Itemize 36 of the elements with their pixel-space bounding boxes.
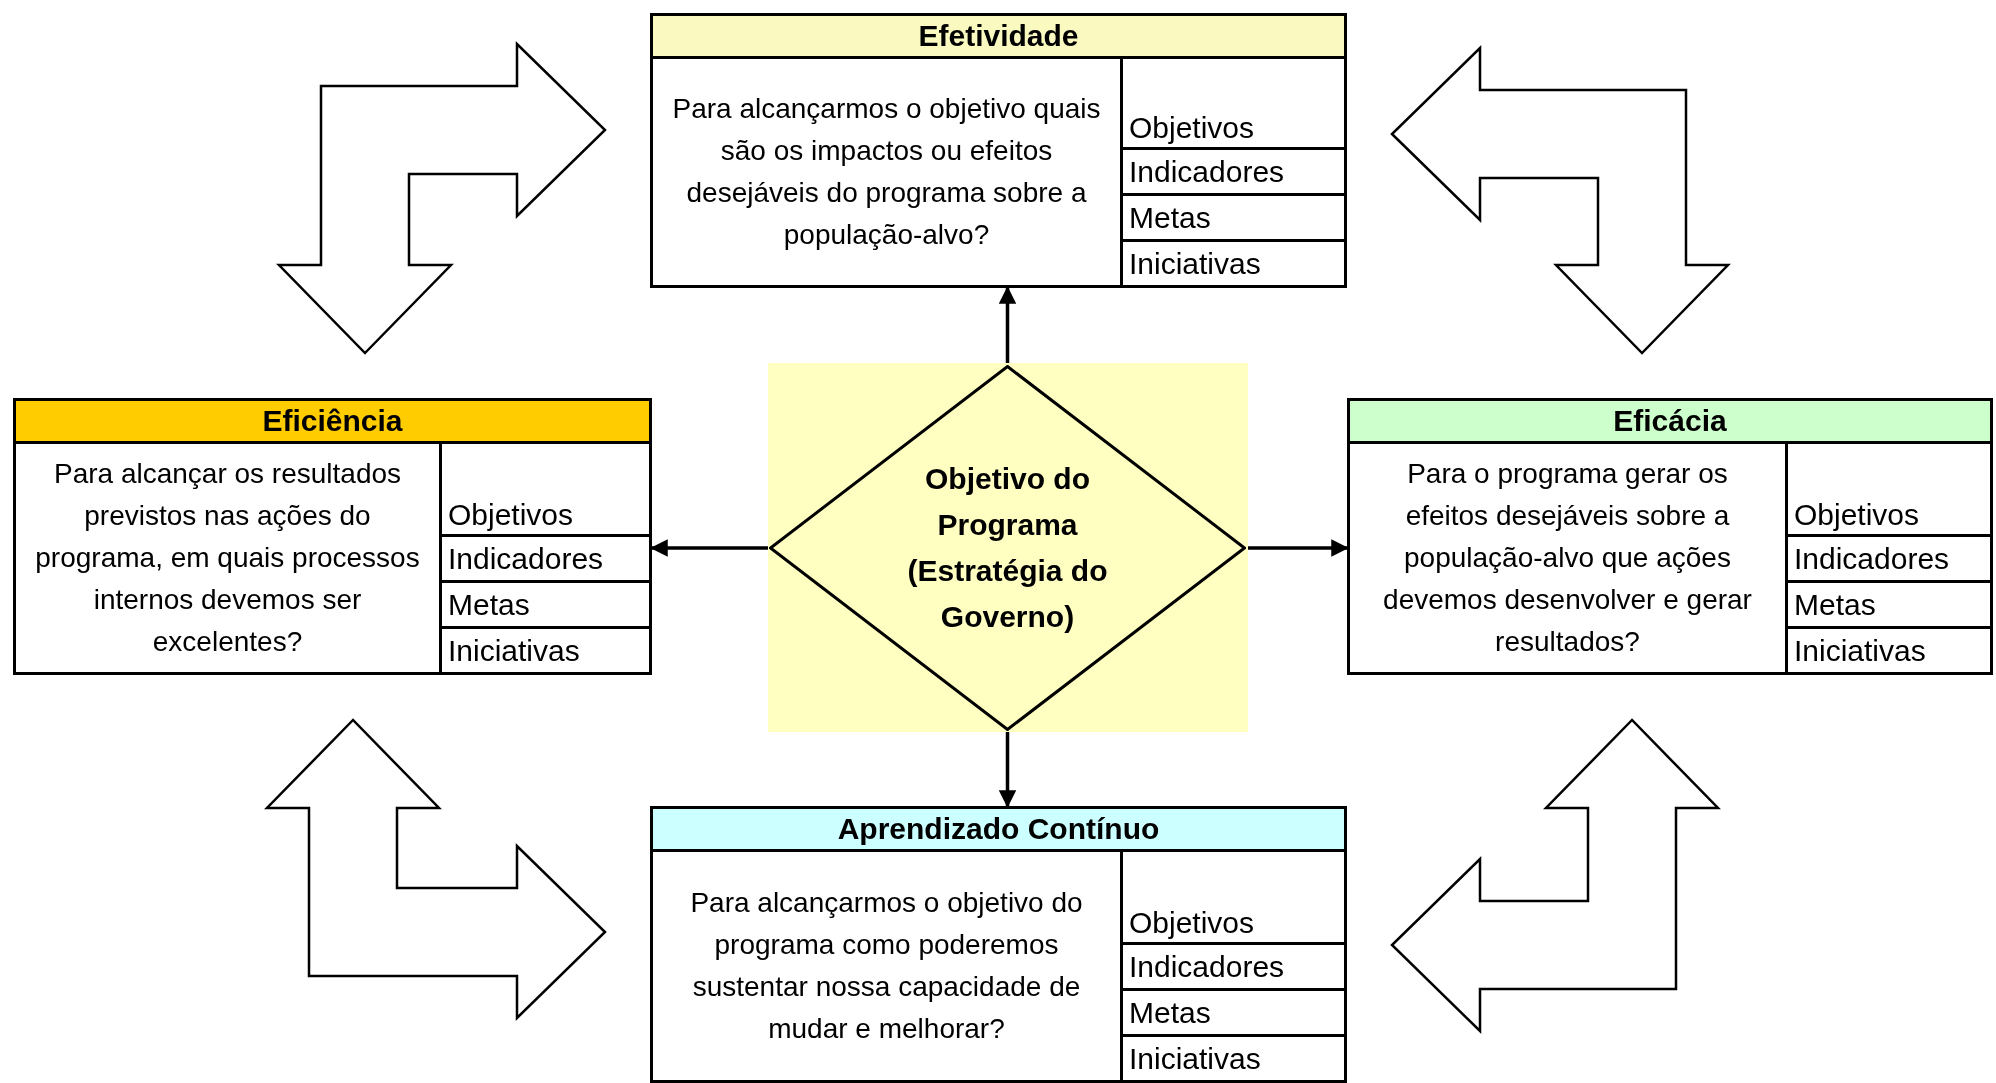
metric-cell: Iniciativas <box>1788 626 1990 672</box>
objective-text: Objetivo do Programa (Estratégia do Governo) <box>906 461 1109 635</box>
question-text: Para alcançarmos o objetivo do programa como poderemos sustentar nossa capacidade de mudar e melhorar? <box>689 886 1084 1046</box>
metric-cell: Indicadores <box>1123 147 1344 193</box>
question-text: Para o programa gerar os efeitos desejáveis sobre a população-alvo que ações devemos desenvolver e gerar resultados? <box>1382 457 1753 659</box>
perspective-card <box>13 398 652 675</box>
metric-cell: Objetivos <box>1123 59 1344 147</box>
metric-cell: Iniciativas <box>1123 1034 1344 1080</box>
metric-cell: Metas <box>1788 580 1990 626</box>
metric-cell: Indicadores <box>1788 534 1990 580</box>
question-text: Para alcançarmos o objetivo quais são os impactos ou efeitos desejáveis do programa sobre a população-alvo? <box>671 92 1102 252</box>
card-header: Efetividade <box>653 16 1344 59</box>
metric-cell: Objetivos <box>1788 444 1990 534</box>
arrow <box>650 539 769 557</box>
metric-cell: Indicadores <box>442 534 649 580</box>
block-arrow <box>1390 45 1731 355</box>
block-arrow <box>264 718 607 1021</box>
block-arrow <box>276 41 607 355</box>
metric-cell: Metas <box>442 580 649 626</box>
metric-cell: Indicadores <box>1123 942 1344 988</box>
card-header: Eficiência <box>16 401 649 444</box>
perspective-card <box>1347 398 1993 675</box>
metric-cell: Objetivos <box>1123 852 1344 942</box>
arrow <box>998 731 1017 808</box>
card-header: Aprendizado Contínuo <box>653 809 1344 852</box>
perspective-card <box>650 806 1347 1083</box>
card-header: Eficácia <box>1350 401 1990 444</box>
metric-cell: Iniciativas <box>1123 239 1344 285</box>
metric-cell: Metas <box>1123 988 1344 1034</box>
metric-cell: Objetivos <box>442 444 649 534</box>
question-text: Para alcançar os resultados previstos nas ações do programa, em quais processos internos devemos ser excelentes? <box>34 457 421 659</box>
metric-cell: Iniciativas <box>442 626 649 672</box>
perspective-card <box>650 13 1347 288</box>
block-arrow <box>1390 718 1721 1034</box>
arrow <box>998 286 1017 365</box>
metric-cell: Metas <box>1123 193 1344 239</box>
